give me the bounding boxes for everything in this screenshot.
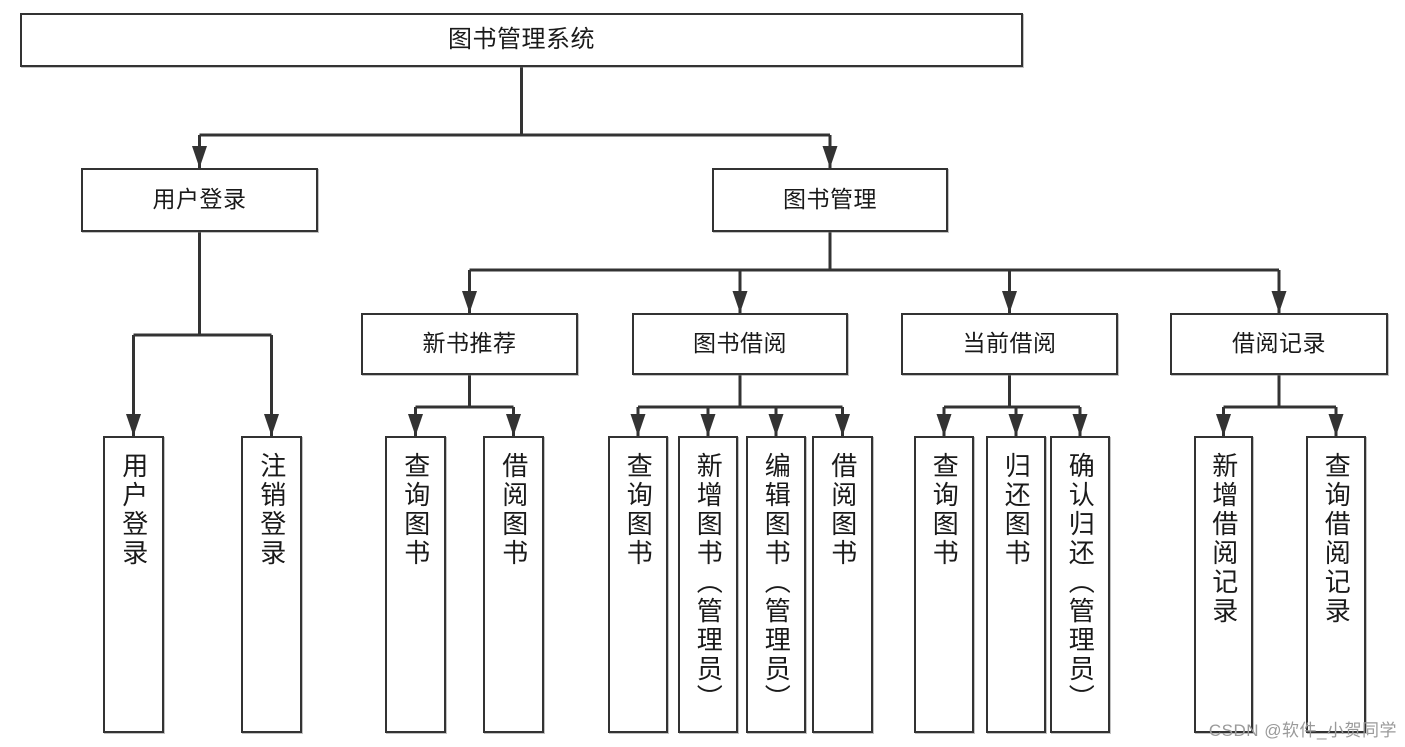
node-leaf-borrow-book-a[interactable]: 借阅图书 (483, 436, 544, 733)
edge-arrowhead (264, 414, 279, 436)
node-leaf-add-book[interactable]: 新增图书（管理员） (678, 436, 738, 733)
edge-arrowhead (1002, 291, 1017, 313)
node-label: 用户登录 (152, 186, 247, 213)
node-label: 图书管理系统 (448, 25, 595, 53)
node-leaf-query-book-b[interactable]: 查询图书 (608, 436, 668, 733)
edge-arrowhead (462, 291, 477, 313)
node-label: 确认归还（管理员） (1065, 452, 1096, 713)
edge-arrowhead (408, 414, 423, 436)
node-label: 查询借阅记录 (1321, 452, 1352, 626)
edge-arrowhead (768, 414, 784, 436)
node-book-borrow[interactable]: 图书借阅 (632, 313, 848, 375)
node-leaf-add-record[interactable]: 新增借阅记录 (1194, 436, 1253, 733)
node-label: 借阅记录 (1232, 330, 1326, 357)
node-leaf-edit-book[interactable]: 编辑图书（管理员） (746, 436, 806, 733)
node-borrow-record[interactable]: 借阅记录 (1170, 313, 1388, 375)
node-leaf-query-book-a[interactable]: 查询图书 (385, 436, 446, 733)
node-leaf-return-book[interactable]: 归还图书 (986, 436, 1046, 733)
node-leaf-borrow-book-b[interactable]: 借阅图书 (812, 436, 873, 733)
edge-arrowhead (1216, 414, 1231, 436)
node-leaf-user-login[interactable]: 用户登录 (103, 436, 164, 733)
node-label: 当前借阅 (962, 330, 1057, 357)
node-label: 图书借阅 (693, 330, 787, 357)
edge-arrowhead (700, 414, 716, 436)
edge-arrowhead (192, 146, 207, 168)
node-book-manage[interactable]: 图书管理 (712, 168, 948, 232)
edge-arrowhead (936, 414, 952, 436)
node-leaf-query-record[interactable]: 查询借阅记录 (1306, 436, 1366, 733)
edge-arrowhead (506, 414, 521, 436)
edge-arrowhead (822, 146, 838, 168)
csdn-watermark: CSDN @软件_小贺同学 (1208, 721, 1397, 740)
node-label: 新增借阅记录 (1208, 452, 1239, 626)
node-label: 编辑图书（管理员） (761, 452, 792, 713)
node-label: 用户登录 (118, 452, 149, 568)
node-leaf-logout[interactable]: 注销登录 (241, 436, 302, 733)
edge-arrowhead (732, 291, 748, 313)
node-current-borrow[interactable]: 当前借阅 (901, 313, 1118, 375)
node-label: 借阅图书 (498, 452, 529, 568)
edge-arrowhead (1271, 291, 1287, 313)
node-label: 借阅图书 (827, 452, 858, 568)
node-label: 查询图书 (400, 452, 431, 568)
node-new-book-rec[interactable]: 新书推荐 (361, 313, 578, 375)
node-user-login[interactable]: 用户登录 (81, 168, 318, 232)
edge-arrowhead (1328, 414, 1344, 436)
node-label: 注销登录 (256, 452, 287, 568)
edge-arrowhead (1072, 414, 1088, 436)
edge-arrowhead (835, 414, 850, 436)
node-label: 查询图书 (623, 452, 654, 568)
edge-arrowhead (630, 414, 646, 436)
edge-arrowhead (1008, 414, 1024, 436)
edge-arrowhead (126, 414, 141, 436)
node-leaf-query-book-c[interactable]: 查询图书 (914, 436, 974, 733)
node-label: 图书管理 (783, 186, 877, 213)
node-label: 新书推荐 (422, 330, 517, 357)
node-leaf-confirm-return[interactable]: 确认归还（管理员） (1050, 436, 1110, 733)
node-label: 归还图书 (1001, 452, 1032, 568)
node-label: 新增图书（管理员） (693, 452, 724, 713)
node-root[interactable]: 图书管理系统 (20, 13, 1023, 67)
node-label: 查询图书 (929, 452, 960, 568)
